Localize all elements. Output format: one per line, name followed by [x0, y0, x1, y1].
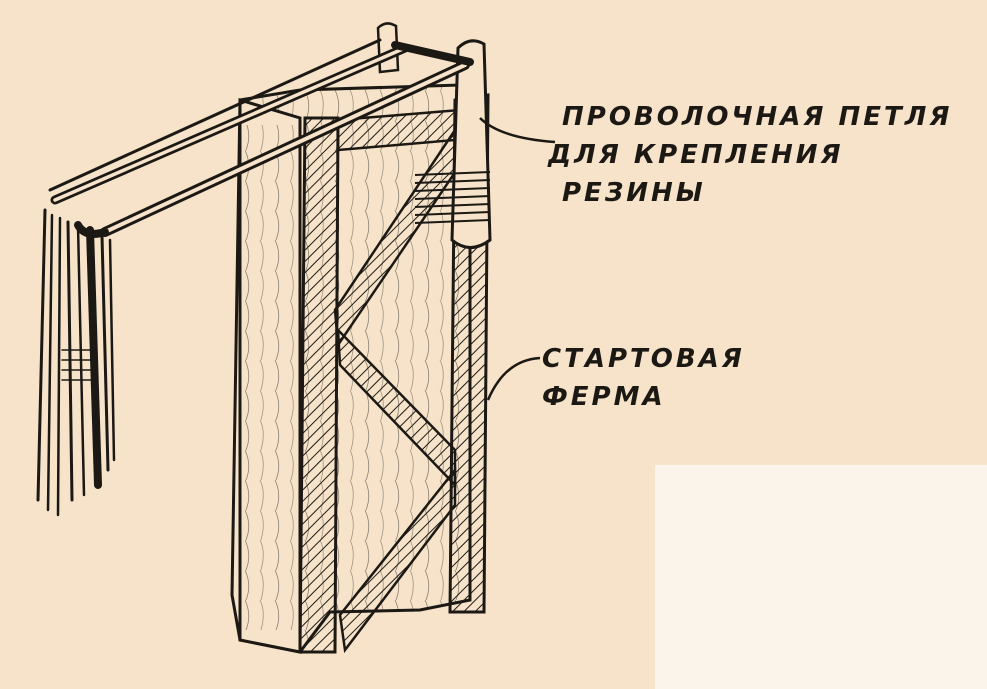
- truss-left-rail: [298, 116, 340, 654]
- label-launch-truss-line1: СТАРТОВАЯ: [542, 344, 745, 374]
- leader-line-truss: [486, 356, 541, 401]
- board-front-grain: [245, 125, 295, 630]
- label-launch-truss-line2: ФЕРМА: [542, 382, 666, 412]
- wire-loop: [48, 38, 474, 238]
- leader-line-loop: [479, 117, 556, 144]
- label-launch-truss: СТАРТОВАЯ ФЕРМА: [542, 340, 745, 416]
- label-wire-loop-line3: РЕЗИНЫ: [562, 178, 706, 208]
- binding-wraps: [414, 171, 491, 224]
- rubber-strands: [36, 208, 116, 517]
- label-wire-loop-line2: ДЛЯ КРЕПЛЕНИЯ: [548, 140, 844, 170]
- label-wire-loop: ПРОВОЛОЧНАЯ ПЕТЛЯ ДЛЯ КРЕПЛЕНИЯ РЕЗИНЫ: [548, 98, 953, 212]
- truss-brace-4: [338, 466, 457, 654]
- paper-patch: [655, 465, 987, 689]
- label-wire-loop-line1: ПРОВОЛОЧНАЯ ПЕТЛЯ: [562, 102, 953, 132]
